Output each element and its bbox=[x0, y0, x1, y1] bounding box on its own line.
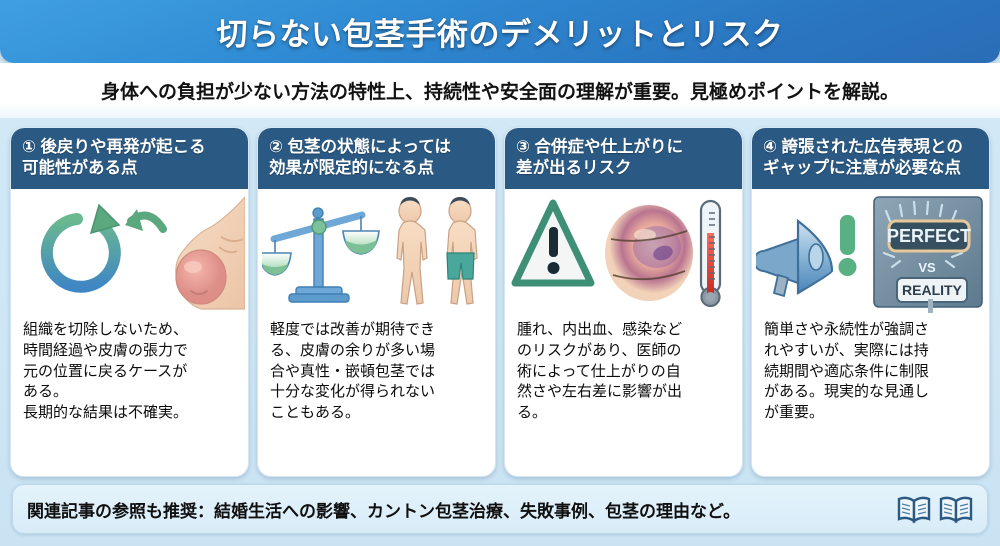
footer-icons bbox=[897, 494, 973, 524]
card-2-artwork bbox=[258, 189, 495, 315]
open-book-icon[interactable] bbox=[897, 494, 931, 524]
exclamation-mark-icon bbox=[838, 214, 856, 276]
subtitle-band: 身体への負担が少ない方法の特性上、持続性や安全面の理解が重要。見極めポイントを解… bbox=[0, 63, 1000, 118]
card-2-title: ② 包茎の状態によっては 効果が限定的になる点 bbox=[258, 128, 495, 190]
card-2[interactable]: ② 包茎の状態によっては 効果が限定的になる点 bbox=[257, 127, 496, 477]
card-1[interactable]: ① 後戻りや再発が起こる 可能性がある点 bbox=[10, 127, 249, 477]
page-title: 切らない包茎手術のデメリットとリスク bbox=[216, 17, 784, 52]
balance-scale-icon bbox=[261, 207, 380, 303]
card-2-body: 軽度では改善が期待でき る、皮膚の余りが多い場 合や真性・嵌頓包茎では 十分な変… bbox=[270, 321, 436, 421]
reality-label: REALITY bbox=[902, 282, 963, 298]
megaphone-icon bbox=[755, 218, 833, 297]
footer-text: 関連記事の参照も推奨：結婚生活への影響、カントン包茎治療、失敗事例、包茎の理由な… bbox=[27, 501, 741, 521]
card-4[interactable]: ④ 誇張された広告表現との ギャップに注意が必要な点 bbox=[751, 127, 990, 477]
perfect-vs-reality-sign: PERFECT VS REALITY bbox=[872, 195, 983, 313]
card-1-artwork bbox=[11, 189, 248, 315]
male-figure-shorts bbox=[445, 196, 478, 305]
bruised-skin-illustration bbox=[604, 204, 693, 301]
card-3-title: ③ 合併症や仕上がりに 差が出るリスク bbox=[505, 128, 742, 190]
perfect-label: PERFECT bbox=[886, 226, 970, 246]
card-3-body: 腫れ、内出血、感染など のリスクがあり、医師の 術によって仕上がりの自 然さや左… bbox=[517, 321, 683, 421]
refresh-cycle-icon bbox=[40, 203, 121, 293]
page-subtitle: 身体への負担が少ない方法の特性上、持続性や安全面の理解が重要。見極めポイントを解… bbox=[100, 82, 899, 103]
cards-row: ① 後戻りや再発が起こる 可能性がある点 bbox=[10, 127, 990, 477]
vs-label: VS bbox=[918, 260, 936, 275]
footer-bar: 関連記事の参照も推奨：結婚生活への影響、カントン包茎治療、失敗事例、包茎の理由な… bbox=[12, 484, 988, 534]
warning-triangle-icon bbox=[511, 199, 594, 287]
curved-arrow-icon bbox=[124, 208, 167, 233]
card-4-body: 簡単さや永続性が強調さ れやすいが、実際には持 続期間や適応条件に制限 がある。… bbox=[764, 321, 930, 421]
card-4-artwork: PERFECT VS REALITY bbox=[752, 189, 989, 315]
male-figure-nude bbox=[395, 196, 428, 305]
page-header: 切らない包茎手術のデメリットとリスク bbox=[0, 0, 1000, 63]
card-1-title: ① 後戻りや再発が起こる 可能性がある点 bbox=[11, 128, 248, 190]
thermometer-icon bbox=[699, 199, 721, 307]
open-book-icon[interactable] bbox=[939, 494, 973, 524]
card-3-artwork bbox=[505, 189, 742, 315]
card-1-body: 組織を切除しないため、 時間経過や皮膚の張力で 元の位置に戻るケースが ある。 … bbox=[23, 321, 189, 421]
card-3[interactable]: ③ 合併症や仕上がりに 差が出るリスク bbox=[504, 127, 743, 477]
penis-illustration bbox=[174, 195, 245, 310]
card-4-title: ④ 誇張された広告表現との ギャップに注意が必要な点 bbox=[752, 128, 989, 190]
